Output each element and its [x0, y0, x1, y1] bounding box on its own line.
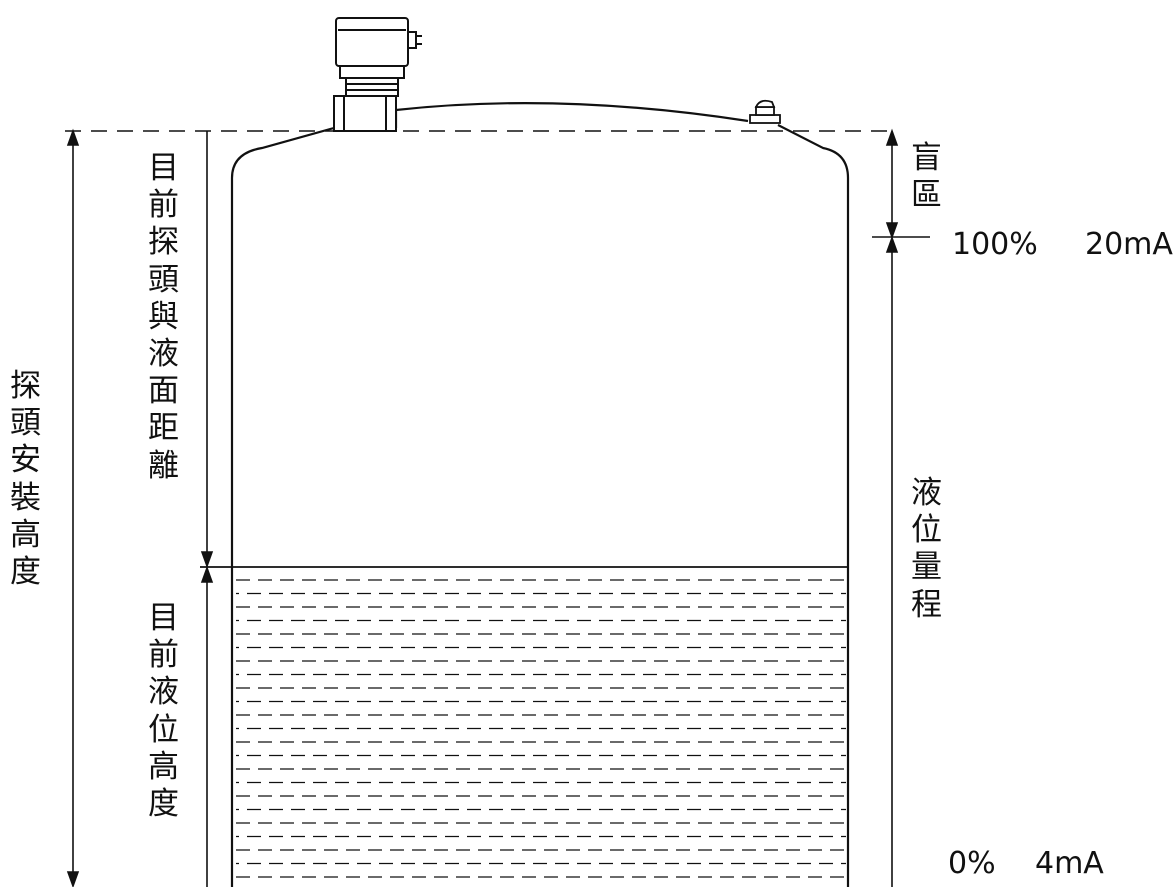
empty-current-label: 4mA [1035, 846, 1104, 881]
full-percent-label: 100% [952, 227, 1038, 262]
label-char: 探 [10, 368, 41, 404]
level-range-dimension [885, 235, 899, 887]
label-char: 度 [148, 785, 179, 822]
level-range-label: 液位量程 [911, 475, 942, 624]
tank-nozzle-icon [749, 99, 781, 124]
label-char: 探 [148, 224, 179, 261]
label-char: 頭 [148, 261, 179, 298]
label-char: 位 [148, 711, 179, 748]
probe-to-liquid-label: 目前探頭與液面距離 [148, 150, 179, 485]
label-char: 液 [148, 674, 179, 711]
label-char: 量 [911, 549, 942, 586]
label-char: 度 [10, 553, 41, 590]
label-char: 液 [148, 335, 179, 372]
current-level-label: 目前液位高度 [148, 600, 179, 823]
label-char: 裝 [10, 479, 41, 516]
label-char: 目 [148, 600, 179, 636]
label-char: 目 [148, 150, 179, 186]
label-char: 離 [148, 447, 179, 484]
label-char: 安 [10, 442, 41, 479]
label-char: 前 [148, 637, 179, 674]
dead-zone-label: 盲區 [911, 140, 942, 214]
install-height-label: 探頭安裝高度 [10, 368, 41, 591]
probe-to-liquid-dimension [200, 131, 214, 887]
empty-percent-label: 0% [948, 846, 996, 881]
label-char: 盲 [911, 140, 942, 176]
label-char: 液 [911, 475, 942, 511]
liquid-hatch [236, 579, 846, 878]
label-char: 距 [148, 410, 179, 447]
label-char: 前 [148, 187, 179, 224]
label-char: 與 [148, 298, 179, 335]
dead-zone-dimension [872, 128, 930, 240]
label-char: 程 [911, 586, 942, 623]
install-height-dimension [66, 128, 80, 887]
level-sensor-icon [333, 17, 422, 132]
tank-outline [230, 102, 850, 887]
label-char: 高 [148, 748, 179, 785]
label-char: 高 [10, 516, 41, 553]
label-char: 頭 [10, 405, 41, 442]
full-current-label: 20mA [1085, 227, 1173, 262]
label-char: 面 [148, 373, 179, 410]
label-char: 區 [911, 177, 942, 214]
label-char: 位 [911, 512, 942, 549]
